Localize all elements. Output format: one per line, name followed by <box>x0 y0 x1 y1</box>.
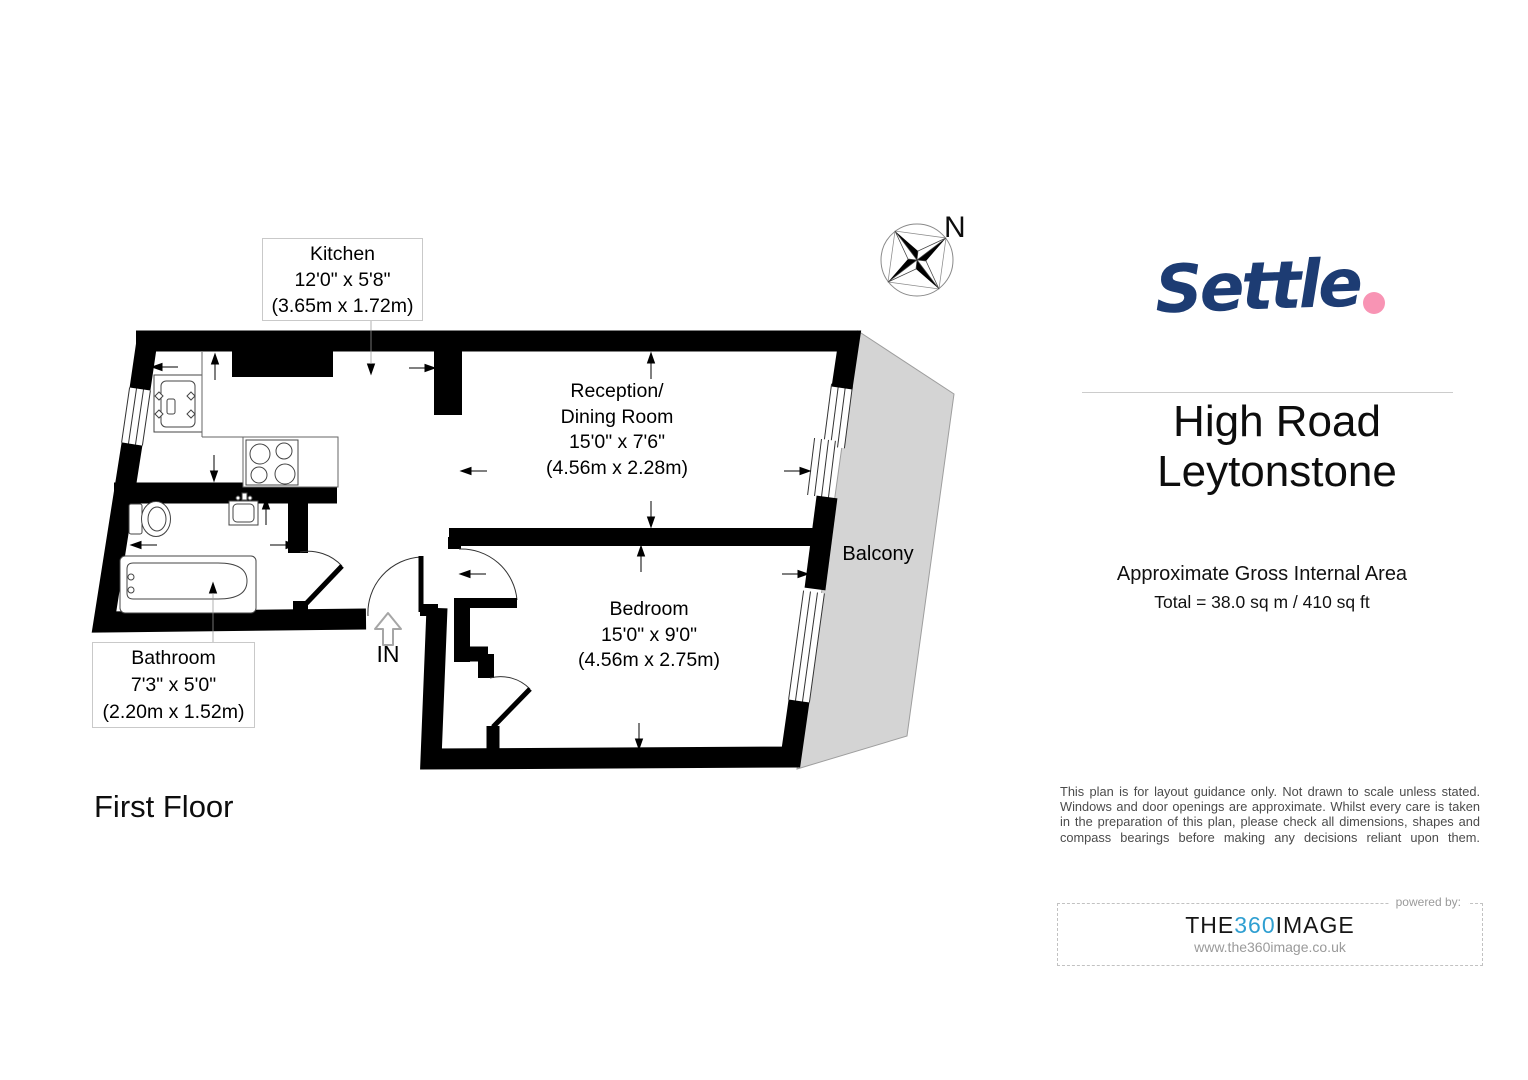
compass-icon <box>880 223 954 297</box>
bathroom-fixtures <box>119 492 259 614</box>
kitchen-fixtures <box>153 352 339 488</box>
powered-by-box: powered by: THE360IMAGE www.the360image.… <box>1057 895 1483 966</box>
kitchen-size-metric: (3.65m x 1.72m) <box>271 295 414 317</box>
area-heading: Approximate Gross Internal Area <box>1116 563 1408 585</box>
room-label-bedroom: Bedroom 15'0" x 9'0" (4.56m x 2.75m) <box>524 597 774 674</box>
wall-stubs <box>232 350 461 616</box>
doors <box>298 548 532 729</box>
bedroom-size-metric: (4.56m x 2.75m) <box>578 649 720 671</box>
reception-name-line2: Dining Room <box>560 405 674 428</box>
settle-logo-dot-icon <box>1362 292 1385 314</box>
entrance-arrow-icon <box>374 612 402 646</box>
room-label-bathroom: Bathroom 7'3" x 5'0" (2.20m x 1.52m) <box>92 642 255 728</box>
brand-image: IMAGE <box>1275 912 1355 938</box>
bedroom-size-imperial: 15'0" x 9'0" <box>600 623 698 646</box>
bathroom-size-metric: (2.20m x 1.52m) <box>102 701 245 723</box>
bathroom-door <box>298 564 344 612</box>
property-address: High Road Leytonstone <box>1075 397 1479 497</box>
entrance-label: IN <box>376 641 400 667</box>
the360image-logo: THE360IMAGE <box>1058 912 1482 939</box>
reception-size-metric: (4.56m x 2.28m) <box>546 456 688 479</box>
room-label-kitchen: Kitchen 12'0" x 5'8" (3.65m x 1.72m) <box>262 238 423 321</box>
bathroom-size-imperial: 7'3" x 5'0" <box>130 674 217 696</box>
title-divider <box>1082 392 1453 393</box>
reception-size-imperial: 15'0" x 7'6" <box>568 431 666 453</box>
powered-by-label: powered by: <box>1388 895 1468 909</box>
brand-360: 360 <box>1234 912 1276 938</box>
brand-the: THE <box>1185 912 1235 938</box>
label-leaders <box>212 319 372 642</box>
the360image-url: www.the360image.co.uk <box>1194 939 1346 955</box>
dimension-arrows <box>129 351 812 751</box>
reception-name-line1: Reception/ <box>570 380 664 402</box>
settle-logo: Settle <box>1140 228 1400 329</box>
disclaimer-text: This plan is for layout guidance only. N… <box>1060 784 1480 845</box>
area-total: Total = 38.0 sq m / 410 sq ft <box>1154 592 1370 612</box>
walls <box>91 330 862 770</box>
room-label-reception: Reception/ Dining Room 15'0" x 7'6" (4.5… <box>492 379 742 481</box>
bathroom-name: Bathroom <box>131 647 216 669</box>
bedroom-name: Bedroom <box>609 598 689 620</box>
kitchen-size-imperial: 12'0" x 5'8" <box>294 269 391 291</box>
room-label-balcony: Balcony <box>842 543 914 565</box>
windows <box>121 383 853 703</box>
compass-north-label: N <box>944 211 966 244</box>
toilet <box>128 503 143 535</box>
floor-title: First Floor <box>94 789 234 824</box>
kitchen-name: Kitchen <box>309 243 376 265</box>
floorplan-drawing <box>91 223 955 770</box>
settle-logo-text: Settle <box>1153 244 1362 329</box>
address-line2: Leytonstone <box>1157 447 1397 496</box>
address-line1: High Road <box>1173 397 1381 446</box>
closet-door <box>491 687 532 729</box>
